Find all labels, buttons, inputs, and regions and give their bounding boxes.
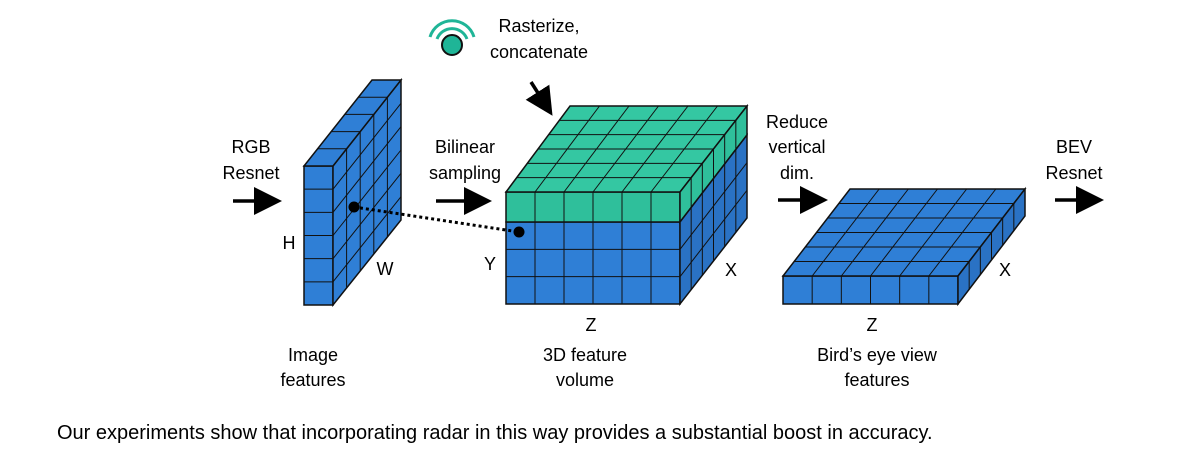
feature-volume-label: volume xyxy=(556,370,614,390)
sample-point-volume xyxy=(513,226,525,238)
feature-volume-label: 3D feature xyxy=(543,345,627,365)
rgb-resnet-label: Resnet xyxy=(222,163,279,183)
radar-signal-icon xyxy=(428,19,476,56)
reduce-dim-label: Reduce xyxy=(766,112,828,132)
axis-label-w: W xyxy=(377,259,394,279)
axis-label-y: Y xyxy=(484,254,496,274)
reduce-dim-label: vertical xyxy=(768,137,825,157)
bev-features-label: Bird’s eye view xyxy=(817,345,938,365)
rasterize-label: Rasterize, xyxy=(498,16,579,36)
bilinear-sampling-label: Bilinear xyxy=(435,137,495,157)
axis-label-x: X xyxy=(999,260,1011,280)
bev-features-label: features xyxy=(844,370,909,390)
image-features-label: features xyxy=(280,370,345,390)
bev-resnet-label: Resnet xyxy=(1045,163,1102,183)
rasterize-label: concatenate xyxy=(490,42,588,62)
bilinear-sampling-label: sampling xyxy=(429,163,501,183)
bev-resnet-label: BEV xyxy=(1056,137,1092,157)
axis-label-z: Z xyxy=(586,315,597,335)
feature-volume-cube xyxy=(504,103,749,307)
axis-label-h: H xyxy=(283,233,296,253)
arrow-down-icon xyxy=(525,81,553,116)
reduce-dim-label: dim. xyxy=(780,163,814,183)
axis-label-x: X xyxy=(725,260,737,280)
caption-text: Our experiments show that incorporating … xyxy=(57,422,933,444)
sampling-line xyxy=(348,201,525,238)
rgb-resnet-label: RGB xyxy=(231,137,270,157)
bev-features-slab xyxy=(781,186,1027,307)
sample-point-image xyxy=(348,201,360,213)
image-features-label: Image xyxy=(288,345,338,365)
axis-label-z: Z xyxy=(867,315,878,335)
image-features-plane xyxy=(302,77,403,308)
pipeline-diagram: RGB Resnet Bilinear sampling Rasterize, … xyxy=(222,16,1104,390)
